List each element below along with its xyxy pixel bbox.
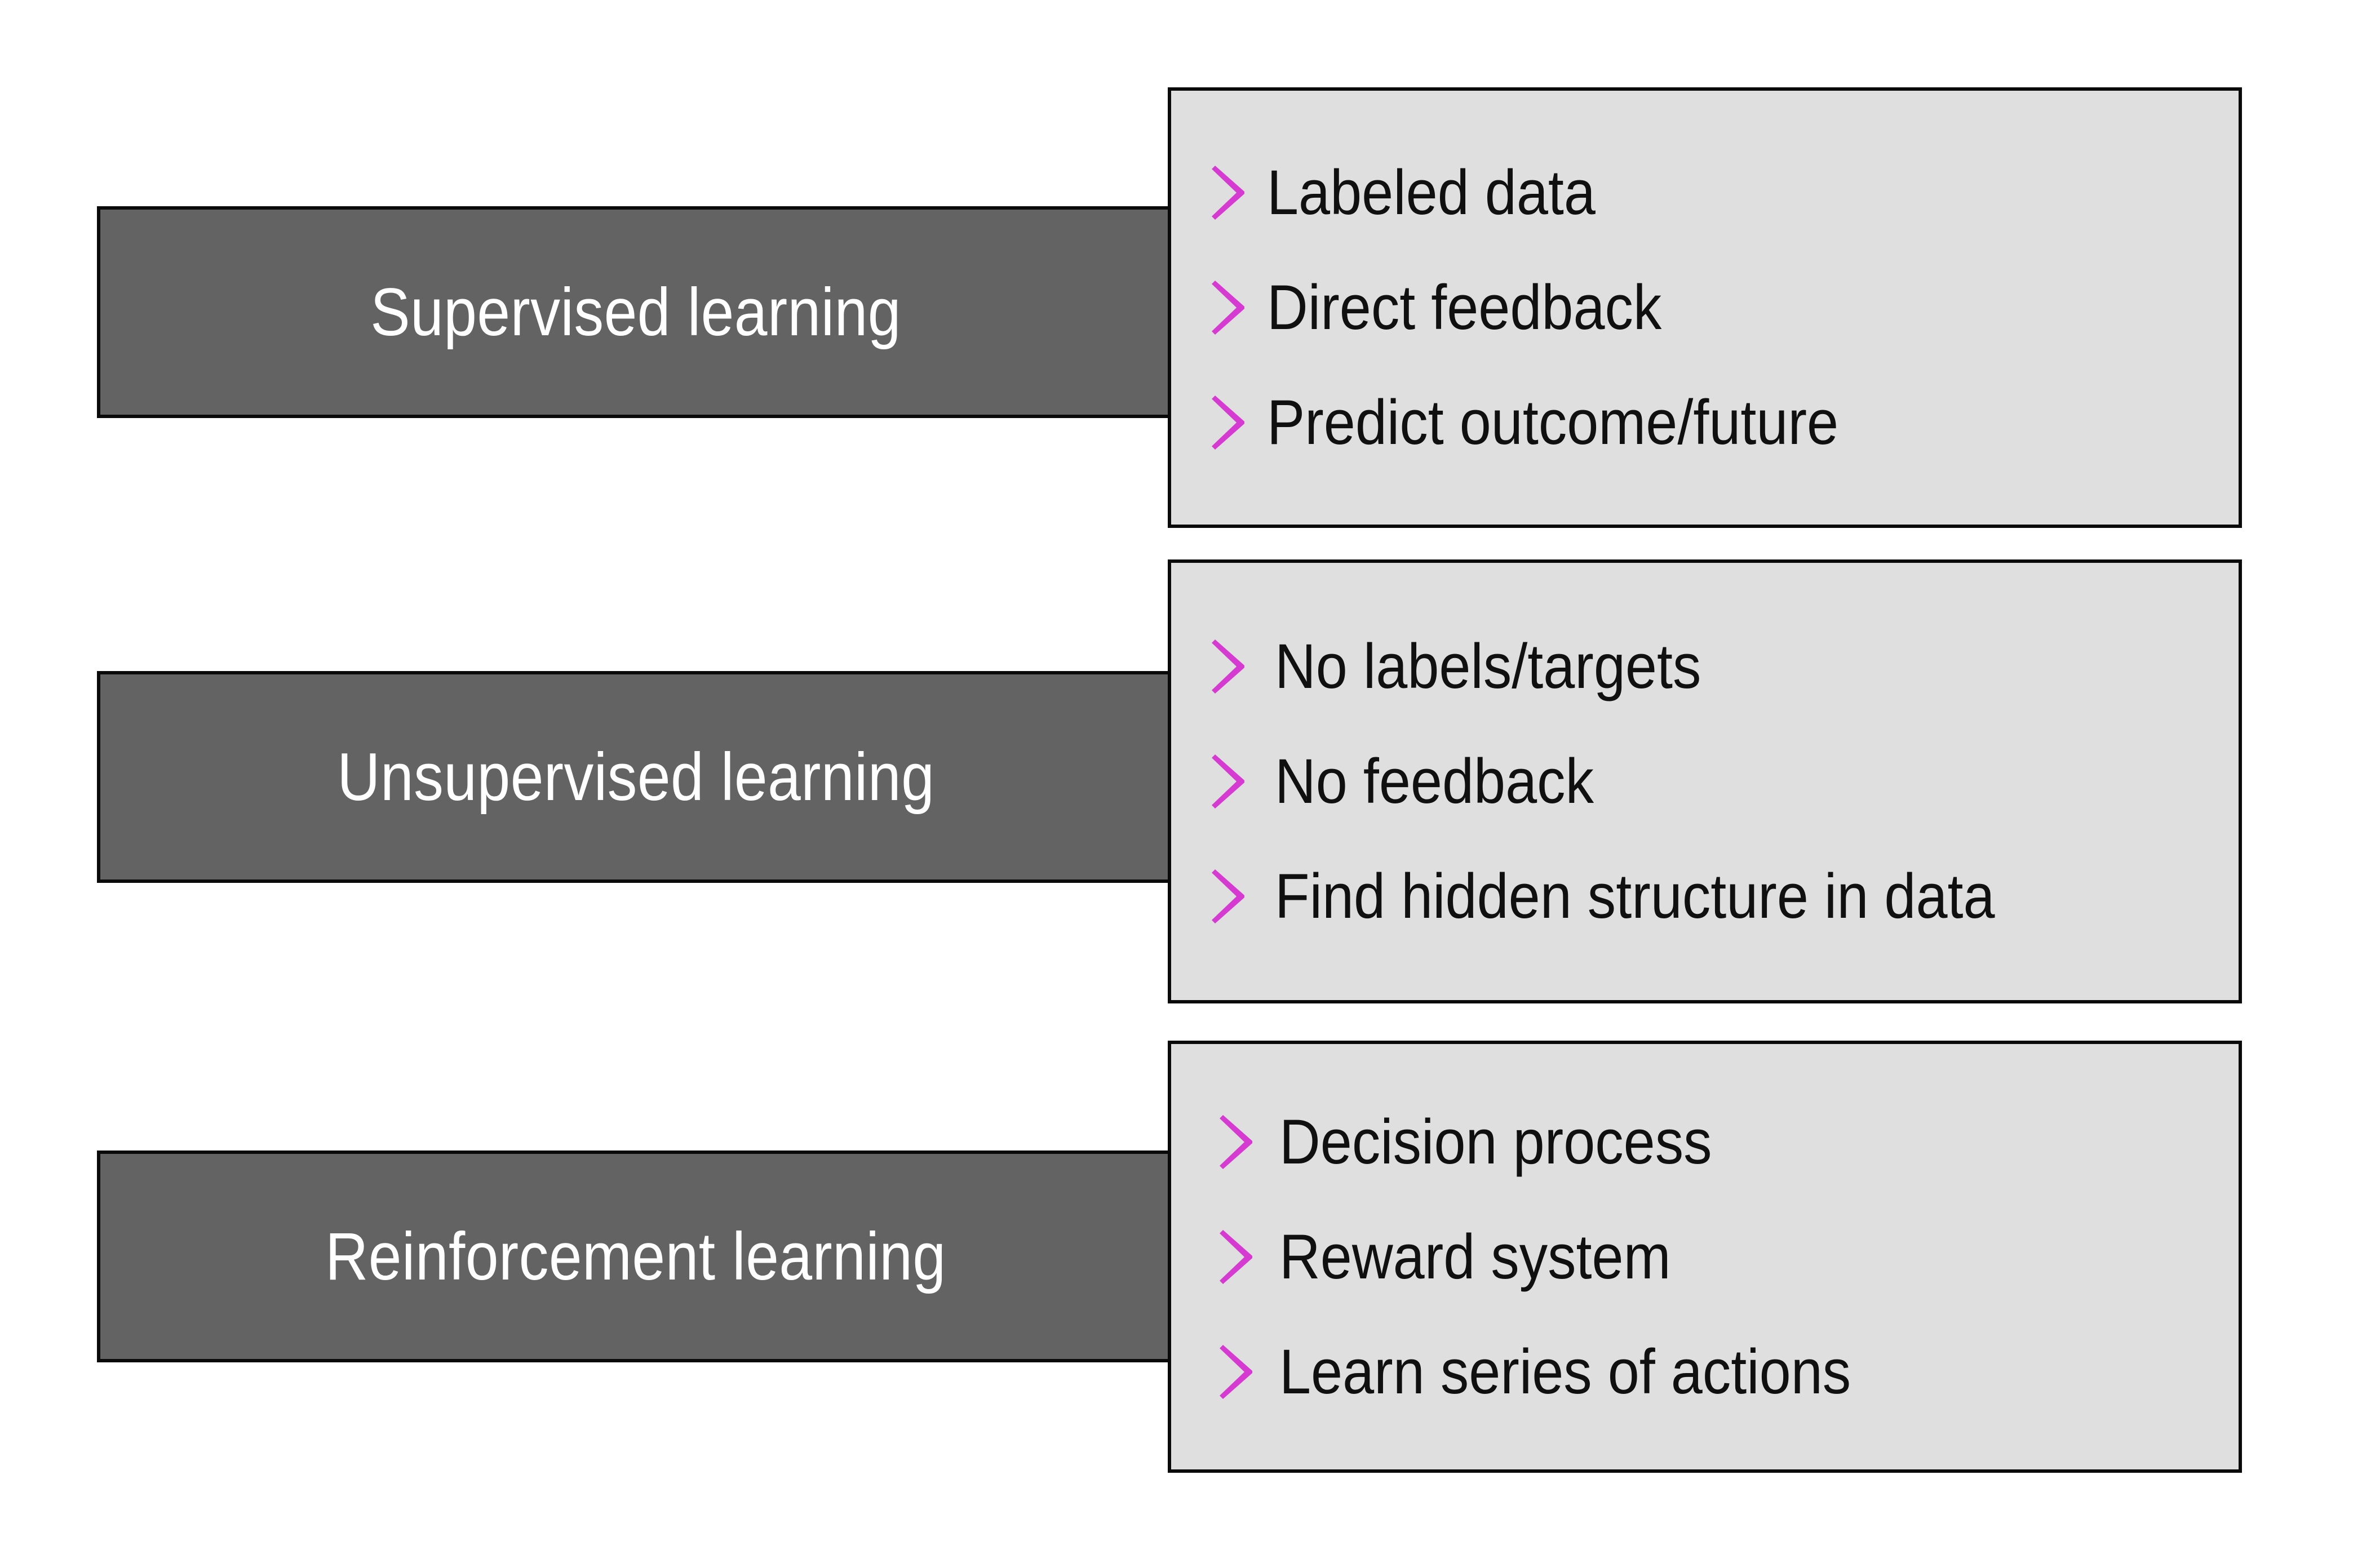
list-item[interactable]: No feedback	[1204, 750, 2239, 813]
list-item[interactable]: Learn series of actions	[1212, 1340, 2239, 1403]
list-item-label: Labeled data	[1267, 157, 1596, 228]
list-item-label: No feedback	[1275, 746, 1594, 816]
chevron-right-icon	[1204, 166, 1250, 220]
list-item-label: Learn series of actions	[1279, 1336, 1851, 1407]
list-item[interactable]: Labeled data	[1204, 161, 2239, 224]
list-item-label: Decision process	[1279, 1106, 1712, 1177]
category-bar-supervised-learning[interactable]: Supervised learning	[97, 206, 1175, 418]
chevron-right-icon	[1212, 1114, 1258, 1169]
list-item[interactable]: Reward system	[1212, 1225, 2239, 1289]
list-item[interactable]: Find hidden structure in data	[1204, 865, 2239, 928]
list-item-label: Find hidden structure in data	[1275, 861, 1995, 931]
bullet-list: No labels/targets No feedback Find hidde…	[1204, 635, 2239, 928]
chevron-right-icon	[1212, 1229, 1258, 1284]
chevron-right-icon	[1204, 396, 1250, 450]
category-bar-reinforcement-learning[interactable]: Reinforcement learning	[97, 1151, 1175, 1362]
chevron-right-icon	[1204, 281, 1250, 335]
category-bar-unsupervised-learning[interactable]: Unsupervised learning	[97, 671, 1175, 883]
bullet-list: Labeled data Direct feedback Predict out…	[1204, 161, 2239, 454]
list-item[interactable]: No labels/targets	[1204, 635, 2239, 698]
category-label: Unsupervised learning	[337, 739, 934, 815]
list-item-label: Direct feedback	[1267, 272, 1662, 343]
list-item-label: Predict outcome/future	[1267, 387, 1839, 457]
chevron-right-icon	[1204, 639, 1250, 694]
chevron-right-icon	[1204, 869, 1250, 923]
detail-panel-supervised-learning: Labeled data Direct feedback Predict out…	[1168, 87, 2242, 528]
list-item-label: Reward system	[1279, 1221, 1671, 1292]
list-item[interactable]: Decision process	[1212, 1106, 2239, 1177]
category-label: Supervised learning	[370, 274, 901, 350]
detail-panel-reinforcement-learning: Decision process Reward system Learn ser…	[1168, 1041, 2242, 1473]
list-item[interactable]: Predict outcome/future	[1204, 391, 2239, 454]
chevron-right-icon	[1204, 754, 1250, 809]
list-item-label: No labels/targets	[1275, 631, 1701, 701]
bullet-list: Decision process Reward system Learn ser…	[1212, 1106, 2239, 1403]
list-item[interactable]: Direct feedback	[1204, 276, 2239, 339]
detail-panel-unsupervised-learning: No labels/targets No feedback Find hidde…	[1168, 559, 2242, 1003]
category-label: Reinforcement learning	[325, 1219, 946, 1294]
chevron-right-icon	[1212, 1344, 1258, 1399]
